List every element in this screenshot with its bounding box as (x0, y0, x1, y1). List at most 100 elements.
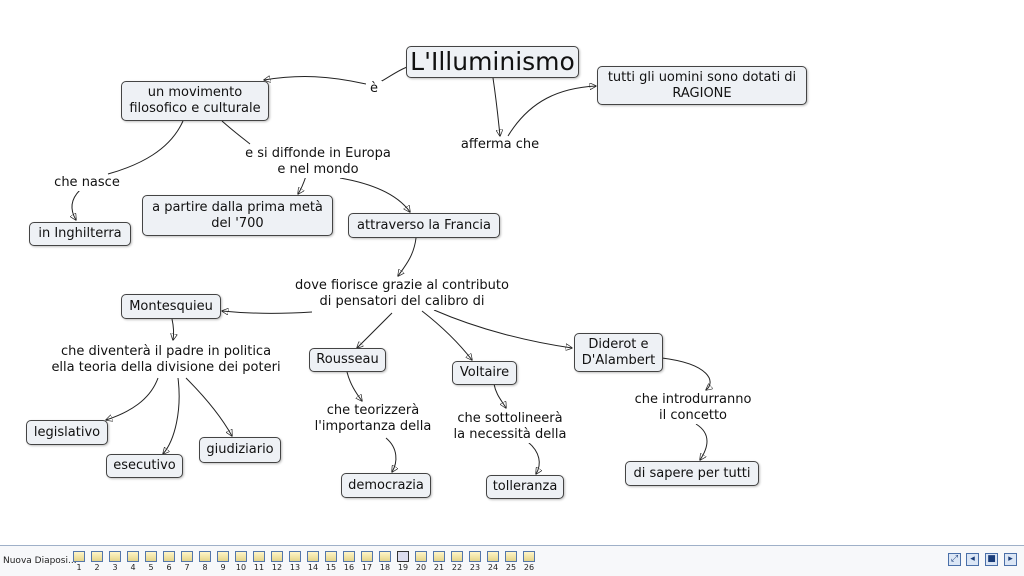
edge-padre-giudiziario (185, 377, 232, 436)
slide-thumb-image (523, 551, 535, 562)
edge-afferma-ragione (507, 86, 596, 137)
slide-thumb[interactable]: 15 (322, 551, 340, 575)
link-nasce[interactable]: che nasce (50, 175, 124, 191)
slide-thumb-image (433, 551, 445, 562)
slide-thumb[interactable]: 10 (232, 551, 250, 575)
slide-thumb[interactable]: 9 (214, 551, 232, 575)
edge-e-movimento (264, 77, 367, 85)
node-ragione[interactable]: tutti gli uomini sono dotati di RAGIONE (597, 66, 807, 105)
edge-title-afferma (492, 77, 500, 136)
node-diderot[interactable]: Diderot e D'Alambert (574, 333, 663, 372)
slide-thumb-image (325, 551, 337, 562)
slide-thumb[interactable]: 13 (286, 551, 304, 575)
node-democrazia[interactable]: democrazia (341, 473, 431, 498)
slide-thumb[interactable]: 1 (70, 551, 88, 575)
edge-rousseau-teorizzera (346, 371, 362, 401)
slide-number: 26 (523, 563, 535, 572)
node-sapere[interactable]: di sapere per tutti (625, 461, 759, 486)
slide-number: 20 (415, 563, 427, 572)
slide-number: 16 (343, 563, 355, 572)
node-rousseau[interactable]: Rousseau (309, 348, 386, 372)
node-giudiziario[interactable]: giudiziario (199, 437, 281, 463)
slide-number: 12 (271, 563, 283, 572)
slide-number: 21 (433, 563, 445, 572)
slide-thumb[interactable]: 14 (304, 551, 322, 575)
node-settecento[interactable]: a partire dalla prima metà del '700 (142, 195, 333, 236)
slide-thumb[interactable]: 23 (466, 551, 484, 575)
edge-diffonde-francia (339, 177, 410, 212)
slide-thumb[interactable]: 12 (268, 551, 286, 575)
node-movimento[interactable]: un movimento filosofico e culturale (121, 81, 269, 121)
edge-fiorisce-montesquieu (222, 311, 313, 313)
edge-fiorisce-diderot (433, 309, 572, 348)
link-padre[interactable]: che diventerà il padre in politica ella … (34, 344, 298, 376)
fit-icon[interactable]: ⤢ (948, 553, 961, 566)
slide-thumb-image (253, 551, 265, 562)
next-icon[interactable]: ▸ (1004, 553, 1017, 566)
edge-nasce-inghilterra (72, 189, 81, 220)
slide-thumb[interactable]: 19 (394, 551, 412, 575)
node-francia[interactable]: attraverso la Francia (348, 213, 500, 238)
node-voltaire[interactable]: Voltaire (452, 361, 517, 385)
slide-thumb-image (217, 551, 229, 562)
node-tolleranza[interactable]: tolleranza (486, 475, 564, 499)
slide-thumb[interactable]: 25 (502, 551, 520, 575)
concept-map: L'Illuminismo è un movimento filosofico … (0, 46, 1024, 545)
slide-thumb[interactable]: 5 (142, 551, 160, 575)
slide-number: 1 (76, 563, 82, 572)
slide-number: 5 (148, 563, 154, 572)
slide-thumb[interactable]: 22 (448, 551, 466, 575)
slide-thumb-image (307, 551, 319, 562)
slide-thumb[interactable]: 3 (106, 551, 124, 575)
edge-introdurranno-sapere (695, 423, 708, 460)
edge-diderot-introdurranno (661, 357, 710, 390)
link-teorizzera[interactable]: che teorizzerà l'importanza della (306, 403, 440, 435)
stop-icon[interactable]: ■ (985, 553, 998, 566)
slide-number: 11 (253, 563, 265, 572)
slide-thumb[interactable]: 16 (340, 551, 358, 575)
edge-padre-esecutivo (163, 377, 180, 454)
previous-icon[interactable]: ◂ (966, 553, 979, 566)
slide-thumb-image (73, 551, 85, 562)
slide-thumb[interactable]: 24 (484, 551, 502, 575)
slide-number: 22 (451, 563, 463, 572)
edge-padre-legislativo (106, 377, 159, 420)
node-montesquieu[interactable]: Montesquieu (121, 294, 221, 319)
node-inghilterra[interactable]: in Inghilterra (29, 222, 131, 246)
link-e[interactable]: è (366, 81, 382, 97)
slide-number: 19 (397, 563, 409, 572)
slide-label[interactable]: Nuova Diaposi... (3, 556, 77, 566)
slide-thumb[interactable]: 18 (376, 551, 394, 575)
edge-fiorisce-voltaire (421, 310, 472, 360)
slide-thumb[interactable]: 11 (250, 551, 268, 575)
link-introdurranno[interactable]: che introdurranno il concetto (626, 392, 760, 424)
slide-thumb[interactable]: 2 (88, 551, 106, 575)
node-legislativo[interactable]: legislativo (26, 420, 108, 445)
slide-number: 15 (325, 563, 337, 572)
slide-thumb[interactable]: 8 (196, 551, 214, 575)
slide-thumb[interactable]: 20 (412, 551, 430, 575)
link-fiorisce[interactable]: dove fiorisce grazie al contributo di pe… (284, 278, 520, 310)
edge-sottolineera-tolleranza (527, 441, 539, 474)
slide-thumb[interactable]: 26 (520, 551, 538, 575)
map-title[interactable]: L'Illuminismo (406, 46, 579, 78)
slide-thumb[interactable]: 4 (124, 551, 142, 575)
concept-map-edges (0, 66, 1024, 545)
slide-number: 23 (469, 563, 481, 572)
slide-number: 7 (184, 563, 190, 572)
link-afferma[interactable]: afferma che (455, 137, 545, 153)
slide-thumb-image (397, 551, 409, 562)
slide-number: 9 (220, 563, 226, 572)
slide-thumb-image (487, 551, 499, 562)
slide-number: 10 (235, 563, 247, 572)
link-diffonde[interactable]: e si diffonde in Europa e nel mondo (236, 146, 400, 178)
slide-thumb[interactable]: 6 (160, 551, 178, 575)
slide-thumb[interactable]: 17 (358, 551, 376, 575)
slide-number: 24 (487, 563, 499, 572)
slide-thumb[interactable]: 7 (178, 551, 196, 575)
slide-thumb-image (415, 551, 427, 562)
node-esecutivo[interactable]: esecutivo (106, 454, 183, 478)
edge-diffonde-settecento (298, 175, 307, 194)
slide-thumb[interactable]: 21 (430, 551, 448, 575)
link-sottolineera[interactable]: che sottolineerà la necessità della (446, 411, 574, 443)
